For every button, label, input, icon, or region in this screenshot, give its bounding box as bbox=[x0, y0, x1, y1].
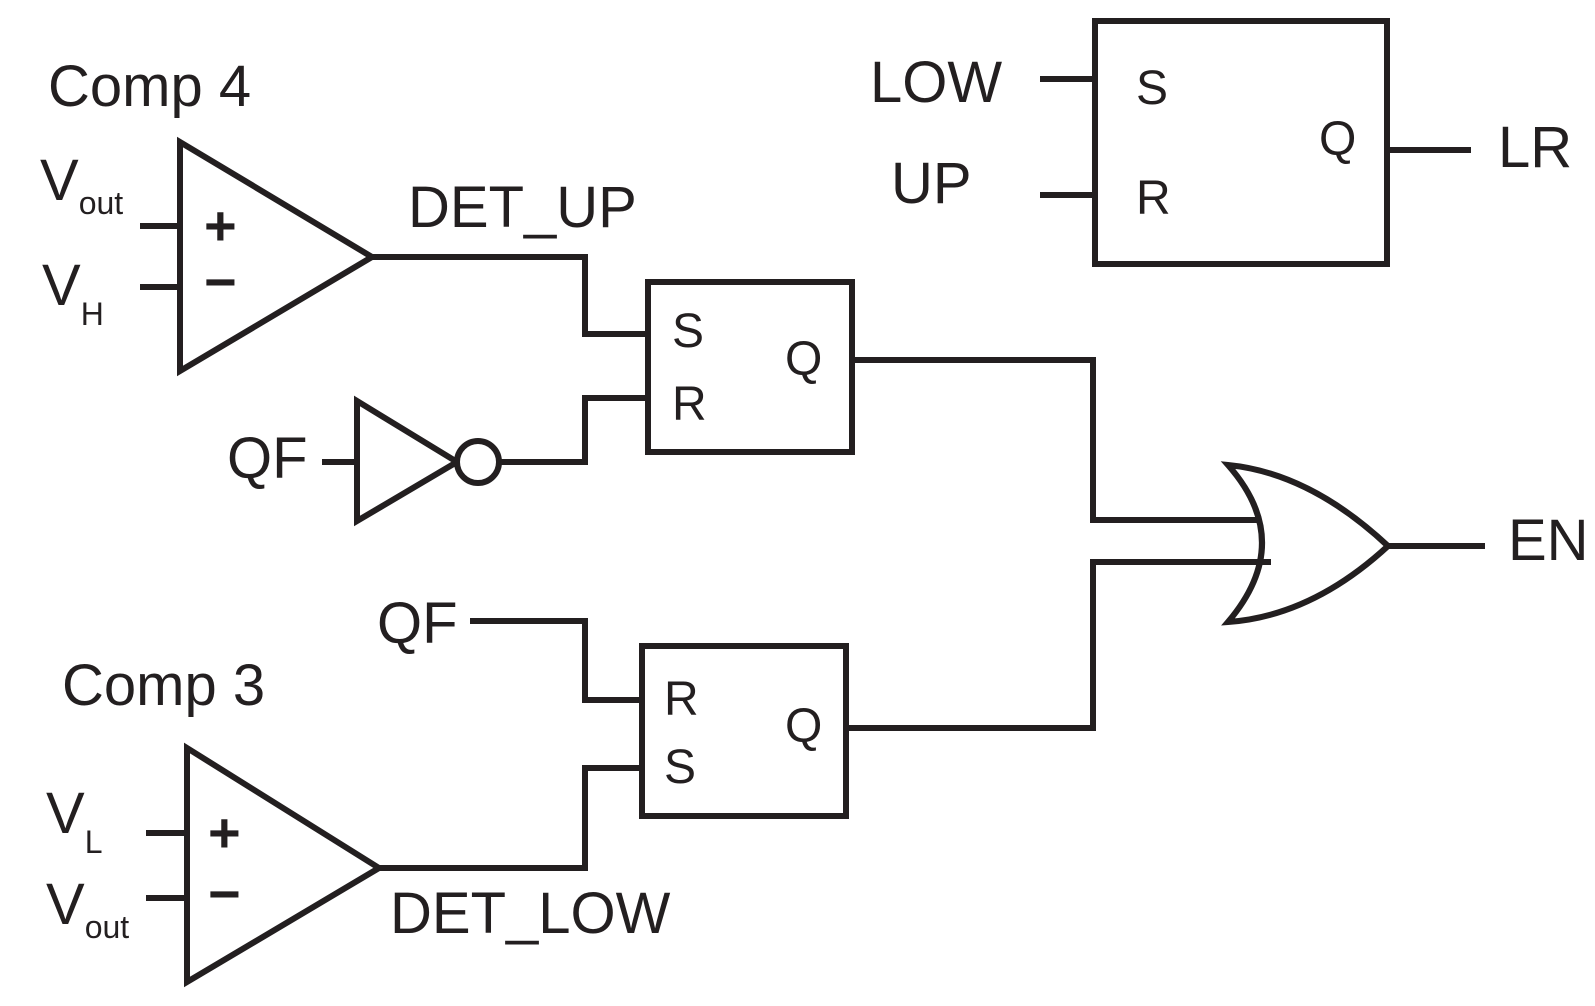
comp3-vout-label: Vout bbox=[46, 872, 129, 945]
sr-latch-upper-box bbox=[645, 279, 855, 455]
comp3-vl-label: VL bbox=[46, 781, 102, 860]
wire-qf-lower bbox=[470, 618, 645, 703]
or-gate-body bbox=[1220, 461, 1393, 626]
inverter-triangle bbox=[354, 395, 463, 527]
wire-qf-bar bbox=[496, 395, 651, 465]
pin-r: R bbox=[672, 378, 707, 431]
label-low: LOW bbox=[870, 50, 1002, 115]
sr-latch-lower-box bbox=[639, 643, 849, 819]
sr-latch-lower: R S Q bbox=[639, 643, 849, 819]
label-qf-lower: QF bbox=[377, 591, 458, 656]
comp4-vh-label: VH bbox=[42, 253, 104, 332]
comparator-3: Comp 3 + − VL Vout bbox=[46, 653, 385, 988]
pin-r: R bbox=[1136, 172, 1171, 225]
label-det-up: DET_UP bbox=[408, 175, 637, 240]
label-en: EN bbox=[1508, 508, 1589, 573]
pin-s: S bbox=[672, 305, 704, 358]
sr-latch-lr-box bbox=[1092, 18, 1390, 267]
comp4-vout-label: Vout bbox=[40, 148, 123, 221]
comp4-title: Comp 4 bbox=[48, 54, 251, 119]
label-lr: LR bbox=[1498, 115, 1572, 180]
pin-q: Q bbox=[1319, 113, 1356, 166]
comp3-title: Comp 3 bbox=[62, 653, 265, 718]
label-qf-upper: QF bbox=[227, 426, 308, 491]
wire-q-upper-to-or bbox=[849, 357, 1271, 523]
pin-q: Q bbox=[785, 700, 822, 753]
inverter-qf: QF bbox=[227, 395, 651, 527]
comp4-plus-sign: + bbox=[204, 194, 237, 257]
label-up: UP bbox=[891, 151, 972, 216]
comp4-minus-sign: − bbox=[204, 250, 237, 313]
pin-s: S bbox=[664, 741, 696, 794]
comp4-triangle bbox=[177, 136, 378, 377]
pin-q: Q bbox=[785, 333, 822, 386]
comp3-triangle bbox=[184, 742, 385, 988]
sr-latch-lr: LOW UP LR S R Q bbox=[870, 18, 1572, 267]
comp3-minus-sign: − bbox=[208, 862, 241, 925]
inverter-bubble bbox=[454, 438, 502, 486]
wire-q-lower-to-or bbox=[843, 559, 1271, 731]
comparator-4: Comp 4 + − Vout VH bbox=[40, 54, 378, 377]
wire-det-up bbox=[369, 254, 651, 337]
pin-r: R bbox=[664, 673, 699, 726]
or-gate: EN bbox=[1220, 461, 1589, 626]
label-det-low: DET_LOW bbox=[390, 881, 671, 946]
wire-det-low bbox=[376, 765, 645, 871]
comp3-plus-sign: + bbox=[208, 801, 241, 864]
sr-latch-upper: S R Q bbox=[645, 279, 855, 455]
pin-s: S bbox=[1136, 62, 1168, 115]
